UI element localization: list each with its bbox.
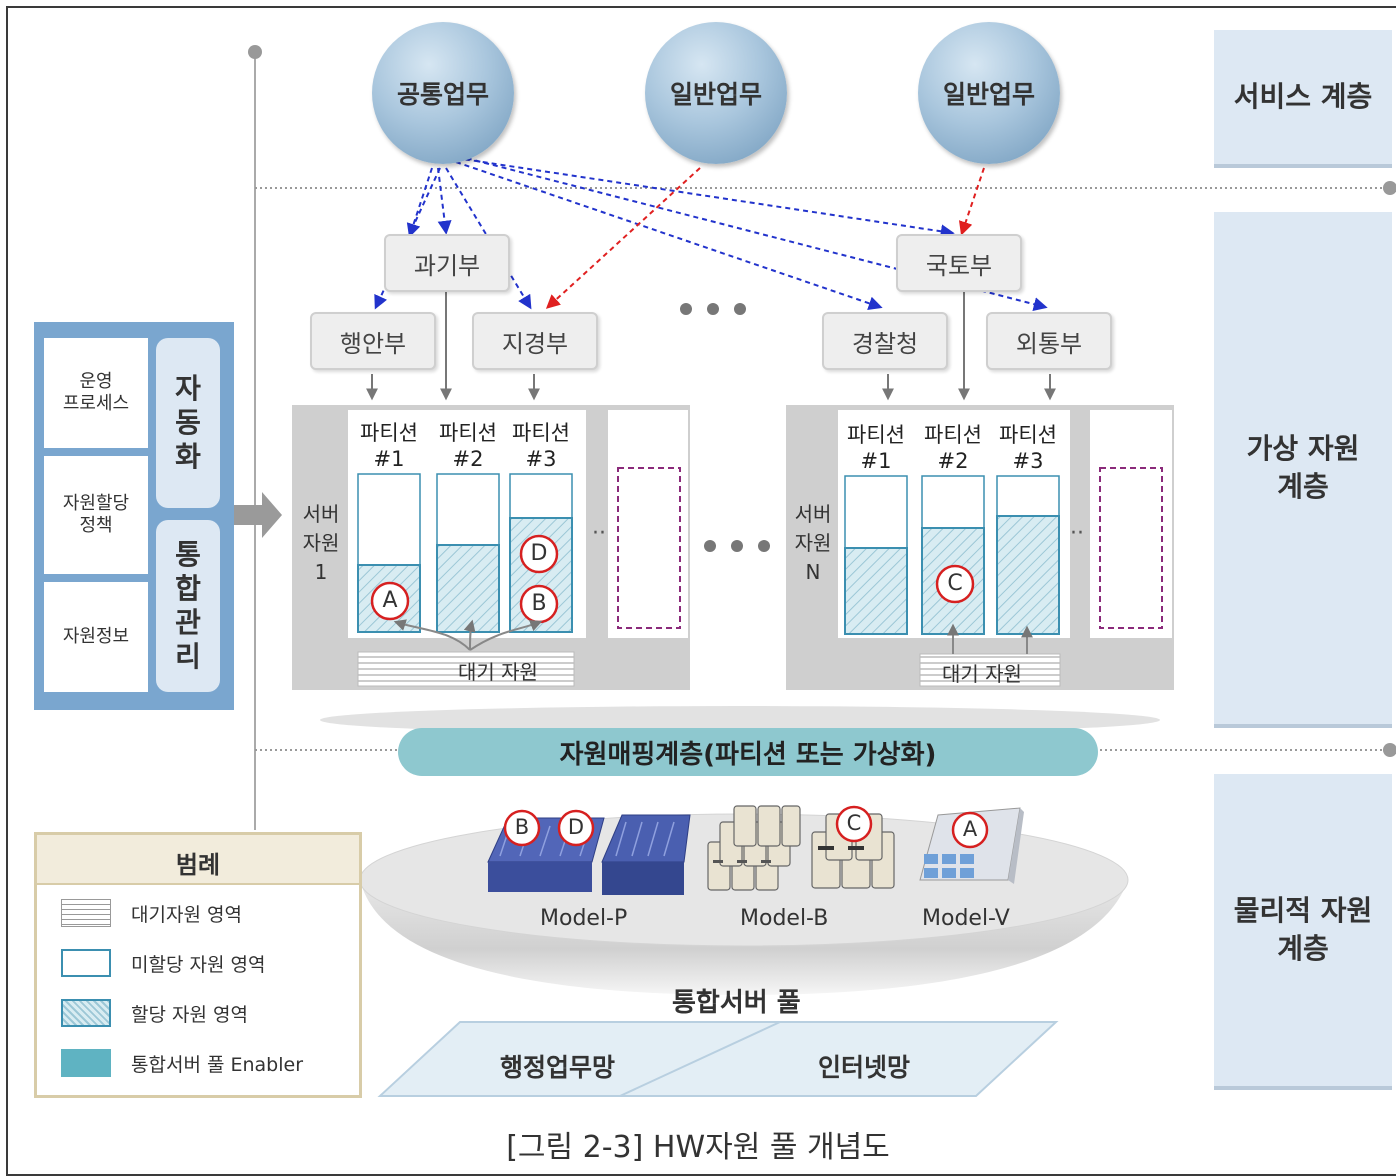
legend-item-unallocated: 미할당 자원 영역 [61, 949, 265, 977]
partition-n-1-allocated [844, 547, 908, 635]
dept-police: 경찰청 [822, 312, 948, 370]
legend-item-enabler: 통합서버 풀 Enabler [61, 1049, 303, 1077]
partition-n-3-allocated [996, 515, 1060, 635]
server-1-block: ·· [292, 405, 690, 690]
spare-partition-1 [617, 467, 681, 629]
model-marker-a [951, 811, 989, 849]
model-marker-b [503, 809, 541, 847]
legend-body: 대기자원 영역 미할당 자원 영역 할당 자원 영역 통합서버 풀 Enable… [37, 883, 359, 1095]
dept-mofa: 외통부 [986, 312, 1112, 370]
dept-molit: 국토부 [896, 234, 1022, 292]
server-1-marker-d-label: D [530, 541, 548, 566]
standby-area-1 [357, 651, 575, 687]
legend-label-allocated: 할당 자원 영역 [131, 1003, 248, 1026]
legend-label-unallocated: 미할당 자원 영역 [131, 953, 266, 976]
marker-d [519, 534, 559, 574]
figure-caption: [그림 2-3] HW자원 풀 개념도 [506, 1130, 890, 1165]
dept-mke: 지경부 [472, 312, 598, 370]
model-marker-c [835, 805, 873, 843]
dept-msit: 과기부 [384, 234, 510, 292]
network-internet: 인터넷망 [818, 1053, 911, 1082]
server-n-partition-3-title: 파티션 #3 [999, 423, 1057, 473]
ellipsis-middle [704, 540, 770, 552]
mgmt-operation-process: 운영 프로세스 [44, 338, 148, 448]
server-n-block: ·· [786, 405, 1174, 690]
model-p-icon [487, 809, 691, 895]
pool-marker-d-label: D [567, 815, 585, 839]
mgmt-allocation-policy: 자원할당 정책 [44, 456, 148, 574]
network-platform [377, 1021, 1059, 1097]
service-layer-panel: 서비스 계층 [1214, 30, 1392, 168]
partition-1-2-allocated [436, 544, 500, 633]
pool-marker-b-label: B [514, 815, 530, 839]
axis-dot [248, 45, 262, 59]
marker-a [370, 581, 410, 621]
pool-marker-a-label: A [962, 817, 978, 841]
model-b-label: Model-B [740, 906, 829, 931]
assignment-arrows-red [545, 167, 985, 309]
server-n-partition-1-title: 파티션 #1 [847, 423, 905, 473]
legend-title: 범례 [175, 851, 221, 879]
server-n-marker-c-label: C [947, 571, 963, 596]
server-n-standby-label: 대기 자원 [942, 662, 1022, 686]
legend-box: 범례 대기자원 영역 미할당 자원 영역 할당 자원 영역 통합서버 풀 Ena… [34, 832, 362, 1098]
physical-layer-panel: 물리적 자원 계층 [1214, 774, 1392, 1090]
server-n-partition-2-title: 파티션 #2 [924, 423, 982, 473]
network-admin: 행정업무망 [500, 1053, 616, 1082]
legend-swatch-standby [61, 899, 111, 927]
server-pool-title: 통합서버 풀 [672, 988, 801, 1018]
server-1-marker-b-label: B [531, 591, 547, 616]
marker-c [935, 564, 975, 604]
separator-dot [1383, 181, 1396, 195]
model-v-label: Model-V [922, 906, 1010, 931]
service-common: 공통업무 [372, 22, 514, 164]
management-panel: 운영 프로세스 자원할당 정책 자원정보 자 동 화 통 합 관 리 [34, 322, 234, 710]
mgmt-automation: 자 동 화 [156, 338, 220, 508]
legend-item-allocated: 할당 자원 영역 [61, 999, 248, 1027]
spare-partition-n [1099, 467, 1163, 629]
server-1-marker-a-label: A [382, 588, 398, 613]
model-v-icon [919, 807, 1024, 884]
model-marker-d [557, 809, 595, 847]
pool-marker-c-label: C [846, 811, 862, 835]
server-n-label: 서버 자원 N [794, 502, 832, 584]
legend-item-standby: 대기자원 영역 [61, 899, 242, 927]
management-arrow [232, 492, 282, 538]
dept-connectors [366, 292, 1056, 401]
legend-swatch-allocated [61, 999, 111, 1027]
model-p-label: Model-P [540, 906, 628, 931]
legend-swatch-unallocated [61, 949, 111, 977]
mgmt-resource-info: 자원정보 [44, 582, 148, 692]
service-general-2: 일반업무 [918, 22, 1060, 164]
service-general-1: 일반업무 [645, 22, 787, 164]
server-1-partition-1-title: 파티션 #1 [360, 421, 418, 471]
svg-text:··: ·· [1070, 521, 1084, 546]
server-1-partition-2-title: 파티션 #2 [439, 421, 497, 471]
server-shadow [320, 706, 1160, 734]
legend-swatch-enabler [61, 1049, 111, 1077]
svg-text:··: ·· [592, 521, 606, 546]
server-1-standby-label: 대기 자원 [458, 660, 538, 684]
legend-label-standby: 대기자원 영역 [131, 903, 242, 926]
virtual-layer-panel: 가상 자원 계층 [1214, 212, 1392, 728]
dept-mopas: 행안부 [310, 312, 436, 370]
mgmt-integration: 통 합 관 리 [156, 520, 220, 692]
ellipsis-top [680, 303, 746, 315]
resource-mapping-layer: 자원매핑계층(파티션 또는 가상화) [398, 728, 1098, 776]
standby-area-n [919, 653, 1061, 687]
server-1-label: 서버 자원 1 [302, 502, 340, 584]
model-b-icon [707, 805, 895, 891]
separator-dot [1383, 743, 1396, 757]
legend-label-enabler: 통합서버 풀 Enabler [131, 1053, 304, 1076]
server-1-partition-3-title: 파티션 #3 [512, 421, 570, 471]
